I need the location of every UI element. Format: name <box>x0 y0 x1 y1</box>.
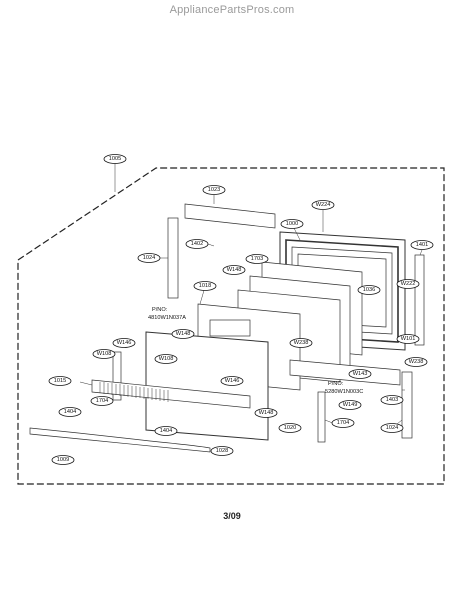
callout-W146-center: W146 <box>220 376 244 386</box>
page-number: 3/09 <box>223 511 241 521</box>
callout-text-1000: 1000 <box>286 221 298 227</box>
callout-W146-left: W146 <box>112 338 136 348</box>
callout-1404-right: 1404 <box>154 426 178 436</box>
callout-text-1036: 1036 <box>363 287 375 293</box>
callout-text-W148-bottom: W148 <box>259 410 274 416</box>
callout-1009: 1009 <box>51 455 75 465</box>
callout-1704-left: 1704 <box>90 396 114 406</box>
callout-text-W108-center: W108 <box>159 356 174 362</box>
pno-note-frame: P/NO: 5280W1N003C <box>325 381 363 395</box>
callout-W224: W224 <box>311 200 335 210</box>
callout-1028: 1028 <box>210 446 234 456</box>
pno-frame-line1: P/NO: <box>328 381 344 387</box>
callout-W238-right: W238 <box>404 357 428 367</box>
callout-1024-right: 1024 <box>380 423 404 433</box>
callout-1005: 1005 <box>103 154 127 164</box>
callout-text-W149: W149 <box>343 402 358 408</box>
callout-text-1018: 1018 <box>199 283 211 289</box>
callout-1401: 1401 <box>410 240 434 250</box>
pno-frame-line2: 5280W1N003C <box>325 389 363 395</box>
callout-text-1404-right: 1404 <box>160 428 172 434</box>
callout-W148-top: W148 <box>222 265 246 275</box>
callout-1000: 1000 <box>280 219 304 229</box>
callout-text-W108-left: W108 <box>97 351 112 357</box>
callout-text-1404-left: 1404 <box>64 409 76 415</box>
callout-text-W146-center: W146 <box>225 378 240 384</box>
callout-text-1401: 1401 <box>416 242 428 248</box>
callout-text-1703: 1703 <box>251 256 263 262</box>
callout-text-1403: 1403 <box>386 397 398 403</box>
callout-1020: 1020 <box>278 423 302 433</box>
callout-text-W148-top: W148 <box>227 267 242 273</box>
line-art <box>29 163 425 453</box>
callout-text-1005: 1005 <box>109 156 121 162</box>
callout-1403: 1403 <box>380 395 404 405</box>
callout-1015: 1015 <box>48 376 72 386</box>
callout-1704-right: 1704 <box>331 418 355 428</box>
callout-W222: W222 <box>396 279 420 289</box>
callout-text-W238-center: W238 <box>294 340 309 346</box>
callout-W149: W149 <box>338 400 362 410</box>
callout-text-1020: 1020 <box>284 425 296 431</box>
callout-text-1028: 1028 <box>216 448 228 454</box>
callout-1402: 1402 <box>185 239 209 249</box>
callout-W148-bottom: W148 <box>254 408 278 418</box>
pno-note-glass: P/NO: 4810W1N037A <box>148 307 186 321</box>
callout-text-1009: 1009 <box>57 457 69 463</box>
callout-text-W146-left: W146 <box>117 340 132 346</box>
callout-1703: 1703 <box>245 254 269 264</box>
callout-text-W222: W222 <box>401 281 416 287</box>
callout-text-1024-right: 1024 <box>386 425 398 431</box>
callout-text-1704-right: 1704 <box>337 420 349 426</box>
callout-text-W101: W101 <box>401 336 416 342</box>
callout-1024-left: 1024 <box>137 253 161 263</box>
callout-text-W238-right: W238 <box>409 359 424 365</box>
callout-W108-center: W108 <box>154 354 178 364</box>
callout-text-1704-left: 1704 <box>96 398 108 404</box>
callout-text-1024-left: 1024 <box>143 255 155 261</box>
callout-1036: 1036 <box>357 285 381 295</box>
watermark: AppliancePartsPros.com <box>169 4 295 16</box>
callout-text-W148-mid: W148 <box>176 331 191 337</box>
callout-1023: 1023 <box>202 185 226 195</box>
callout-1018: 1018 <box>193 281 217 291</box>
callout-W238-center: W238 <box>289 338 313 348</box>
callout-1404-left: 1404 <box>58 407 82 417</box>
callout-W148-mid: W148 <box>171 329 195 339</box>
callout-text-W143: W143 <box>353 371 368 377</box>
callout-text-W224: W224 <box>316 202 331 208</box>
callout-text-1402: 1402 <box>191 241 203 247</box>
callout-W143: W143 <box>348 369 372 379</box>
callout-text-1023: 1023 <box>208 187 220 193</box>
pno-glass-line1: P/NO: <box>152 307 168 313</box>
callout-W101: W101 <box>396 334 420 344</box>
assembly-boundary <box>17 167 445 485</box>
pno-glass-line2: 4810W1N037A <box>148 315 186 321</box>
callout-W108-left: W108 <box>92 349 116 359</box>
callout-text-1015: 1015 <box>54 378 66 384</box>
